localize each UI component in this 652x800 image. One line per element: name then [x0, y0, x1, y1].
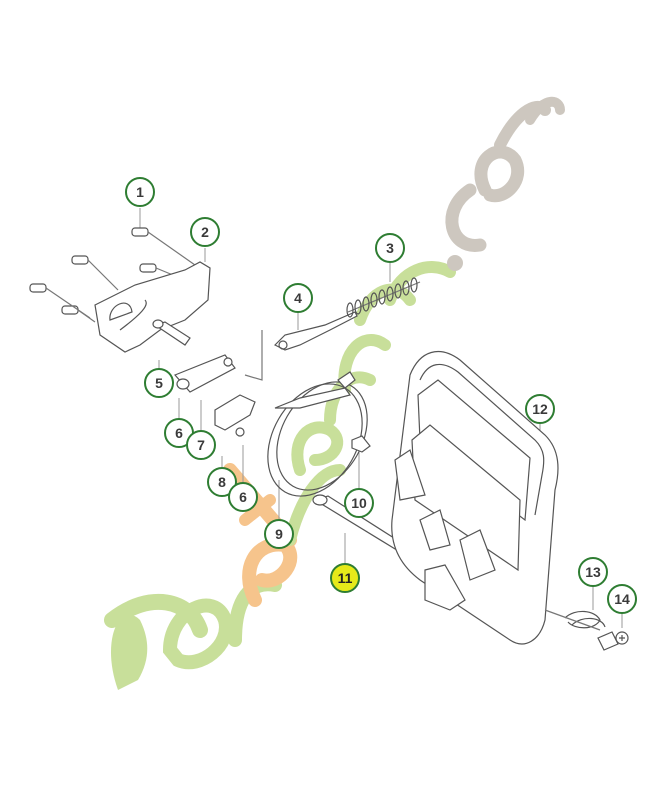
- line-art: [29, 208, 629, 651]
- callout-9[interactable]: 9: [264, 519, 294, 549]
- callout-13[interactable]: 13: [578, 557, 608, 587]
- callout-11[interactable]: 11: [330, 563, 360, 593]
- callout-7[interactable]: 7: [186, 430, 216, 460]
- callout-4[interactable]: 4: [283, 283, 313, 313]
- callout-1[interactable]: 1: [125, 177, 155, 207]
- callout-label: 14: [614, 591, 630, 607]
- callout-3[interactable]: 3: [375, 233, 405, 263]
- callout-label: 1: [136, 184, 144, 200]
- callout-label: 8: [218, 474, 226, 490]
- callout-2[interactable]: 2: [190, 217, 220, 247]
- callout-label: 12: [532, 401, 548, 417]
- callout-label: 10: [351, 495, 367, 511]
- callout-label: 5: [155, 375, 163, 391]
- callout-label: 7: [197, 437, 205, 453]
- callout-label: 9: [275, 526, 283, 542]
- callout-12[interactable]: 12: [525, 394, 555, 424]
- callout-5[interactable]: 5: [144, 368, 174, 398]
- callout-label: 13: [585, 564, 601, 580]
- callout-label: 6: [175, 425, 183, 441]
- callout-label: 6: [239, 489, 247, 505]
- callout-label: 2: [201, 224, 209, 240]
- callout-10[interactable]: 10: [344, 488, 374, 518]
- callout-14[interactable]: 14: [607, 584, 637, 614]
- callout-label: 11: [337, 570, 353, 586]
- callout-6b[interactable]: 6: [228, 482, 258, 512]
- callout-label: 3: [386, 240, 394, 256]
- callout-label: 4: [294, 290, 302, 306]
